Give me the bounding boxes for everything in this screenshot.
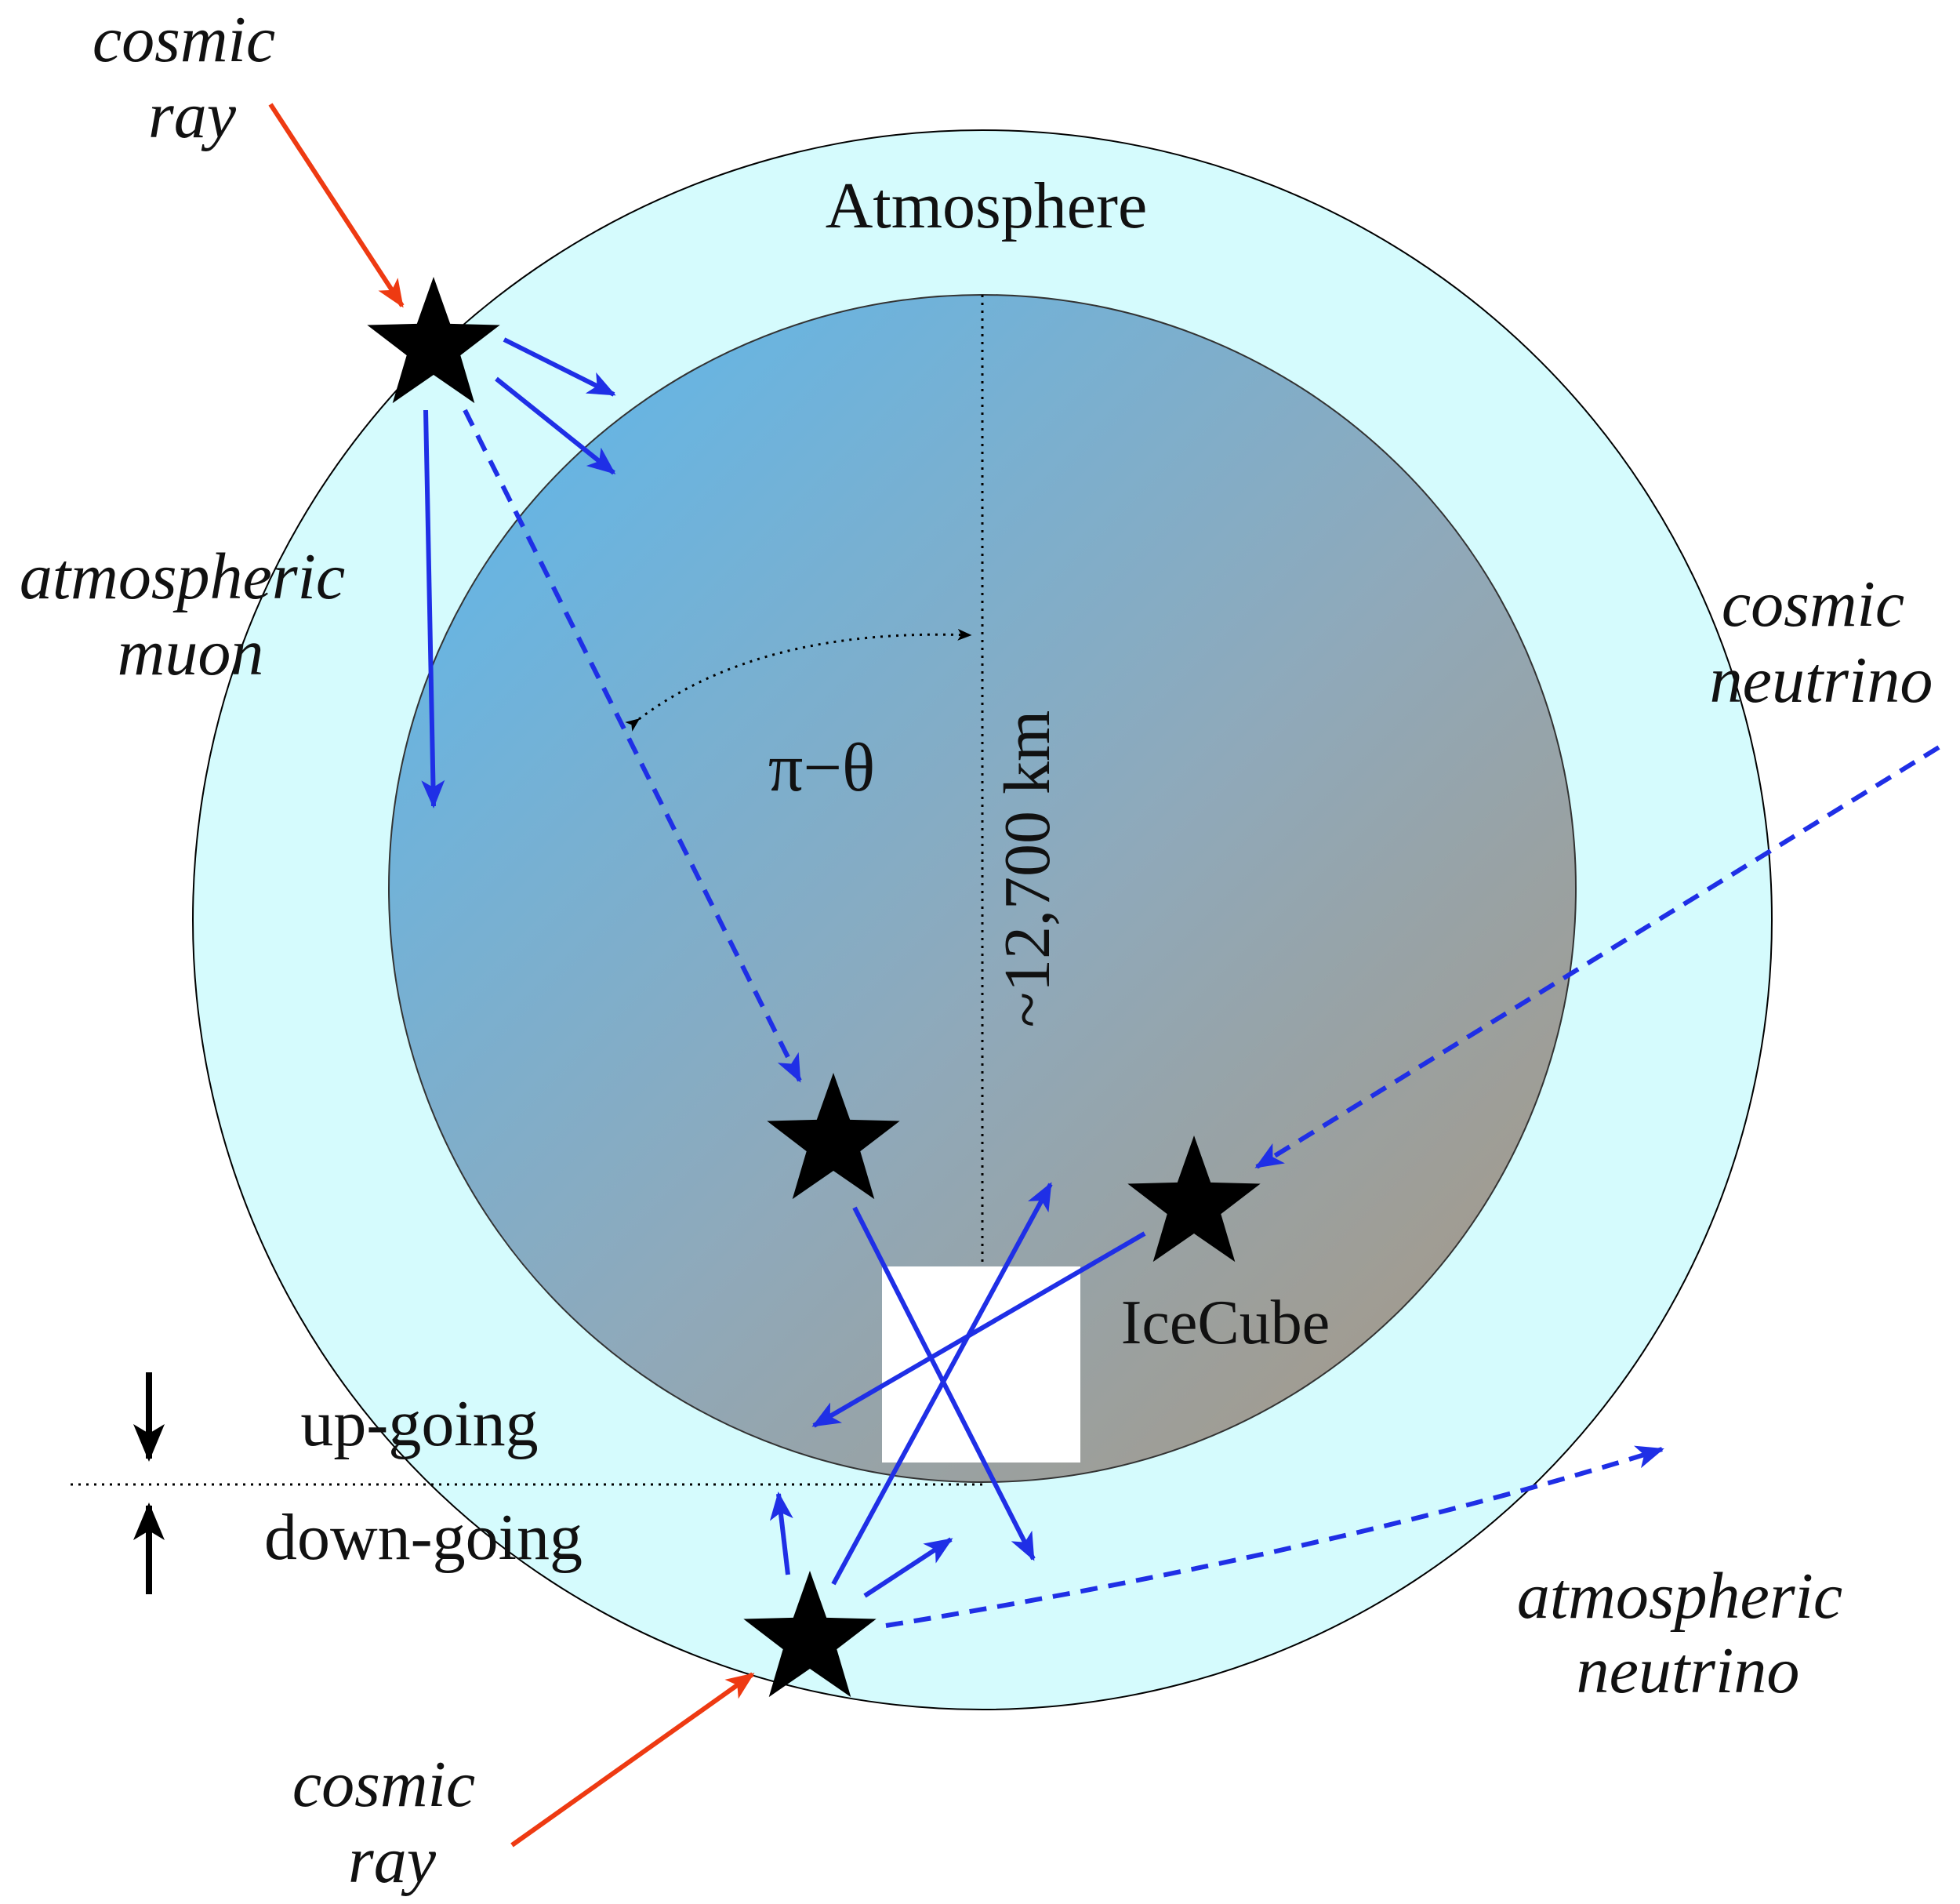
star-icon — [767, 1073, 900, 1200]
star-icon — [743, 1571, 877, 1698]
atmospheric-muon-label: atmospheric muon — [20, 540, 361, 689]
track-arrow — [831, 1182, 1053, 1586]
cosmic-neutrino-arrow — [1254, 745, 1940, 1169]
atmospheric-muon-arrow — [421, 409, 445, 808]
cosmic-ray-label-bottom: cosmic ray — [292, 1748, 492, 1897]
cosmic-ray-arrow-bottom — [510, 1672, 755, 1848]
cosmic-ray-arrow-top — [268, 103, 405, 308]
atmospheric-neutrino-arrow-bottom — [885, 1445, 1664, 1628]
atmospheric-neutrino-label: atmospheric neutrino — [1517, 1560, 1859, 1707]
cosmic-ray-label-top: cosmic ray — [93, 3, 292, 152]
star-icon — [1127, 1135, 1261, 1263]
shower-arrow — [863, 1537, 953, 1598]
icecube-detector — [882, 1266, 1080, 1463]
shower-arrow — [503, 337, 616, 397]
up-going-label: up-going — [300, 1387, 538, 1460]
diameter-label: ~12,700 km — [991, 710, 1064, 1028]
angle-label: π−θ — [768, 730, 875, 806]
shower-arrow — [769, 1492, 793, 1575]
shower-arrow — [495, 376, 616, 475]
icecube-label: IceCube — [1121, 1288, 1330, 1357]
atmosphere-label: Atmosphere — [826, 169, 1148, 242]
star-icon — [367, 277, 500, 404]
cosmic-neutrino-label: cosmic neutrino — [1710, 568, 1933, 717]
track-arrow — [811, 1231, 1146, 1428]
down-going-label: down-going — [264, 1501, 583, 1574]
atmospheric-neutrino-path-top — [463, 409, 802, 1083]
